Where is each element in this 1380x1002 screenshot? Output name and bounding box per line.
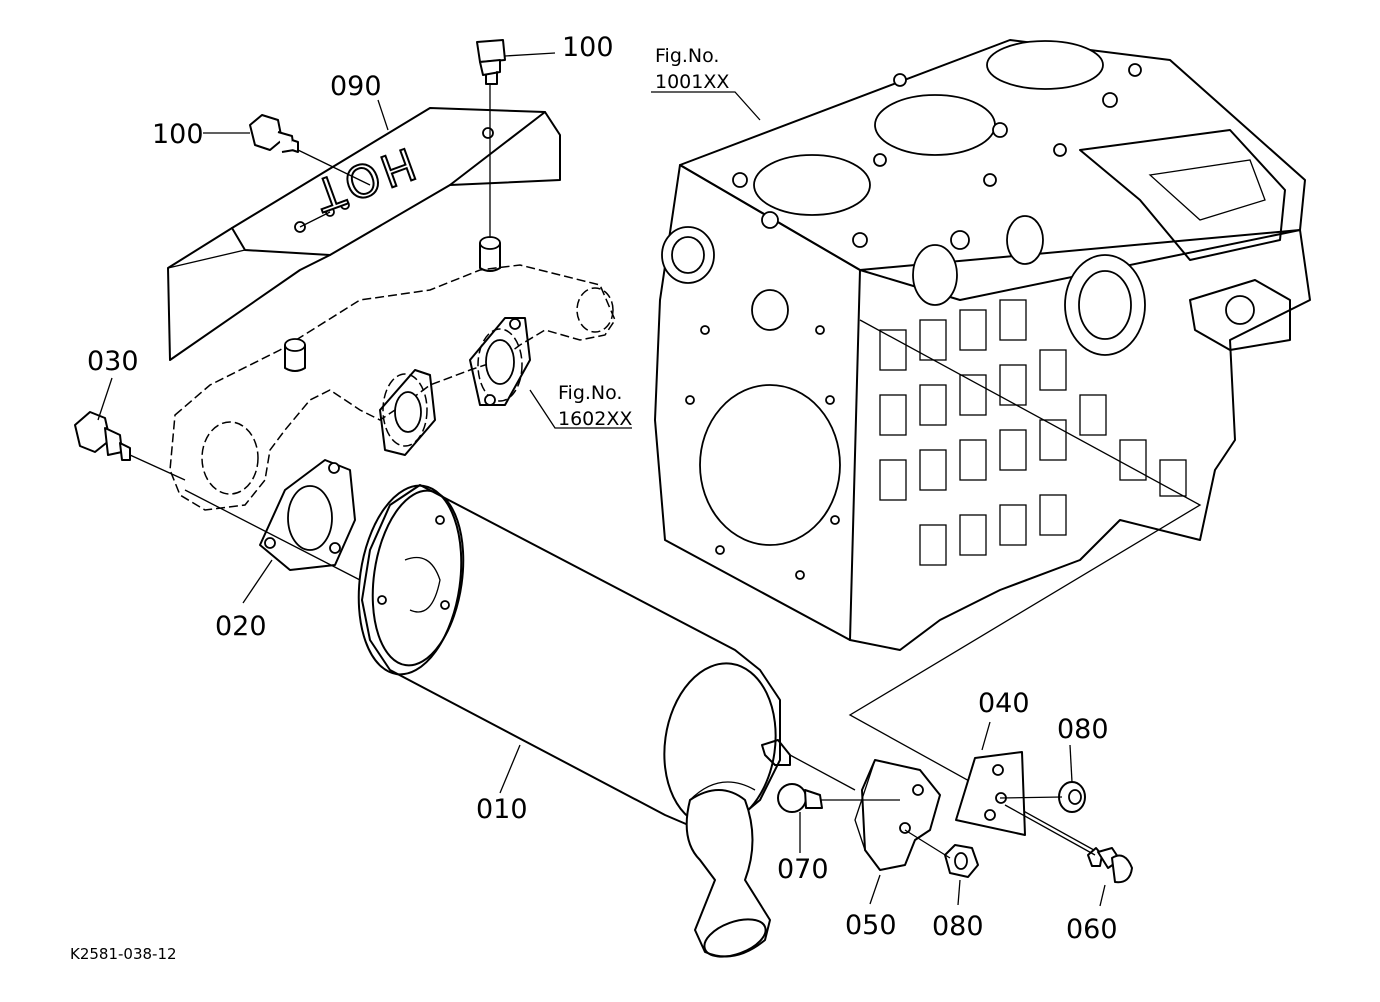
callout-100-top: 100 xyxy=(562,32,614,63)
nut-080-bottom xyxy=(944,844,979,878)
fig-ref-manifold-line1: Fig.No. xyxy=(558,382,622,404)
callout-100-left: 100 xyxy=(152,119,204,150)
gasket-020 xyxy=(259,459,356,571)
bolt-100-top xyxy=(476,39,506,85)
bolt-030 xyxy=(74,411,131,461)
bracket-050 xyxy=(854,759,941,871)
bolt-060 xyxy=(1087,847,1133,884)
callout-070: 070 xyxy=(777,854,829,885)
callout-010: 010 xyxy=(476,794,528,825)
callout-040: 040 xyxy=(978,688,1030,719)
bolt-070 xyxy=(777,783,823,813)
nut-080-right xyxy=(1058,781,1086,813)
engine-block xyxy=(654,39,1311,871)
callout-020: 020 xyxy=(215,611,267,642)
fig-ref-engine-block-line2: 1001XX xyxy=(655,71,729,93)
exhaust-manifold xyxy=(169,236,616,511)
muffler-010 xyxy=(357,484,791,958)
bolt-100-left xyxy=(249,114,299,153)
assembly-lines xyxy=(129,84,1096,859)
callout-080-bottom: 080 xyxy=(932,911,984,942)
callout-060: 060 xyxy=(1066,914,1118,945)
fig-ref-manifold-line2: 1602XX xyxy=(558,408,632,430)
callout-080-right: 080 xyxy=(1057,714,1109,745)
leader-lines xyxy=(97,52,1106,907)
callout-090: 090 xyxy=(330,71,382,102)
fig-ref-engine-block-line1: Fig.No. xyxy=(655,45,719,67)
plate-040 xyxy=(955,751,1026,836)
callout-030: 030 xyxy=(87,346,139,377)
drawing-code: K2581-038-12 xyxy=(70,945,177,963)
callout-050: 050 xyxy=(845,910,897,941)
